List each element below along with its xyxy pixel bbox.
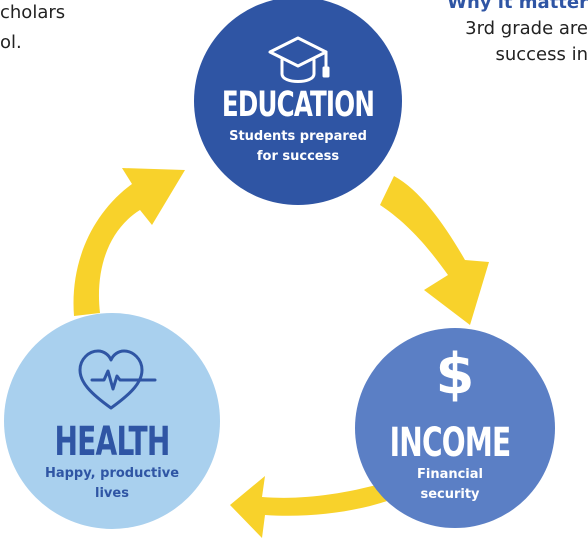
income-subtitle-line2: security bbox=[420, 487, 480, 502]
education-title: EDUCATION bbox=[221, 85, 375, 125]
left-text-fragment-1: cholars bbox=[0, 2, 66, 23]
education-subtitle-line1: Students prepared bbox=[229, 129, 367, 144]
cycle-arrows bbox=[73, 168, 489, 538]
income-node: INCOME Financial security bbox=[362, 423, 538, 505]
education-circle bbox=[194, 0, 402, 205]
right-heading-fragment: Why it matter bbox=[447, 0, 588, 13]
income-title: INCOME bbox=[389, 420, 512, 466]
income-circle bbox=[355, 328, 555, 528]
health-subtitle-line2: lives bbox=[95, 486, 129, 501]
heart-pulse-icon bbox=[78, 349, 157, 410]
education-node: EDUCATION Students prepared for success bbox=[196, 88, 400, 167]
right-text-fragment-1: 3rd grade are bbox=[465, 18, 588, 39]
graduation-cap-icon bbox=[268, 36, 330, 83]
left-text-fragment-2: ol. bbox=[0, 32, 22, 53]
arrow-health-to-education bbox=[73, 168, 185, 316]
health-subtitle-line1: Happy, productive bbox=[44, 466, 180, 481]
health-title: HEALTH bbox=[54, 419, 170, 465]
health-circle bbox=[4, 313, 220, 529]
dollar-sign-icon: $ bbox=[436, 342, 475, 407]
arrow-education-to-income bbox=[380, 176, 489, 325]
education-subtitle-line2: for success bbox=[256, 149, 340, 164]
right-text-fragment-2: success in bbox=[495, 44, 588, 65]
health-node: HEALTH Happy, productive lives bbox=[2, 422, 222, 504]
income-subtitle-line1: Financial bbox=[416, 467, 483, 482]
arrow-income-to-health bbox=[230, 476, 390, 538]
